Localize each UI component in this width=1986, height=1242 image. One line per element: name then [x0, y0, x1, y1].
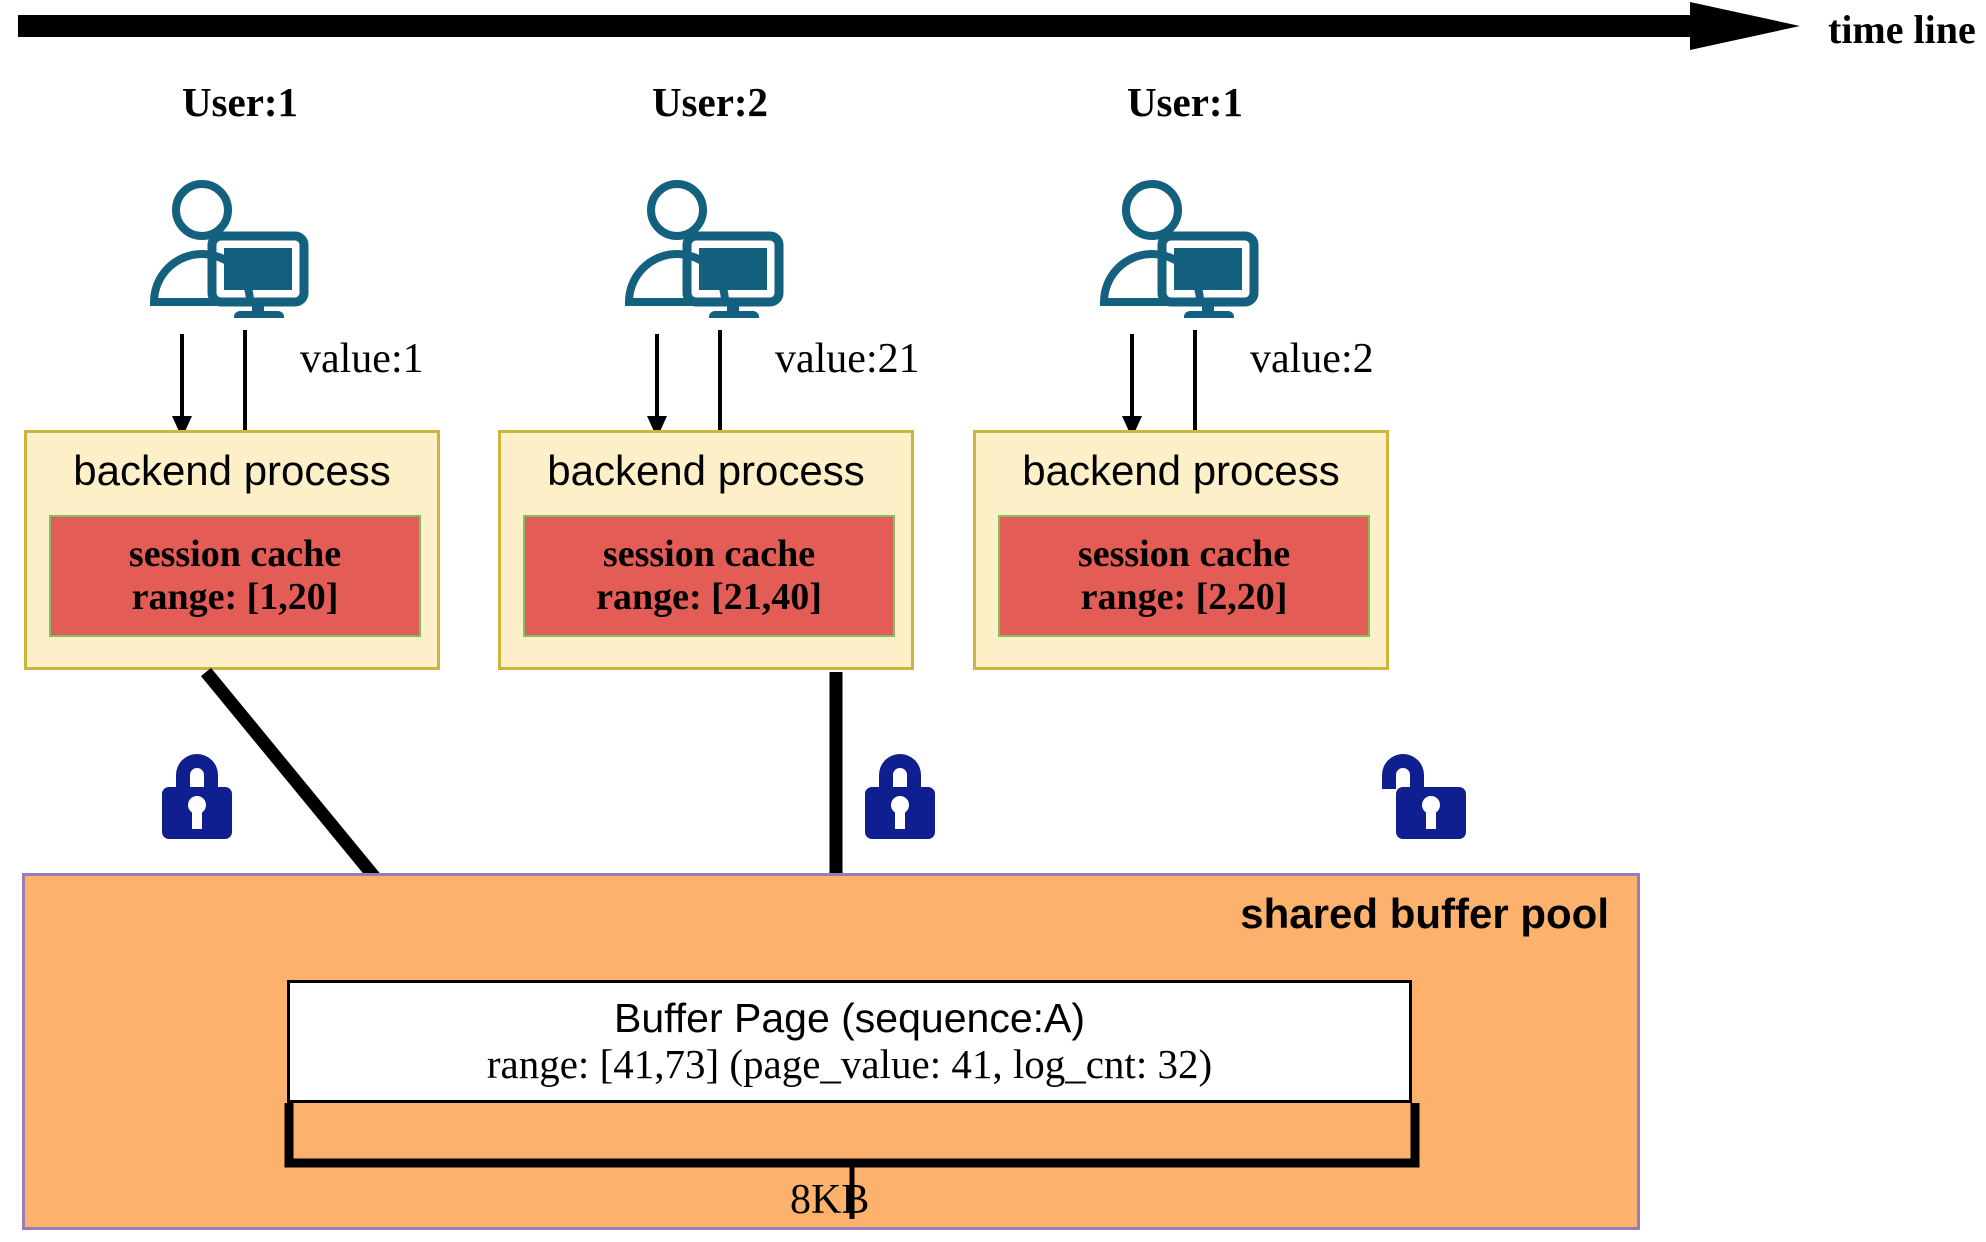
user-title-col3: User:1: [1126, 79, 1244, 125]
buffer-page-box: Buffer Page (sequence:A) range: [41,73] …: [287, 980, 1412, 1103]
user-to-backend-connectors-col3: [1122, 330, 1197, 438]
user-workstation-icon-col1: [149, 180, 309, 318]
buffer-page-title: Buffer Page (sequence:A): [613, 994, 1086, 1041]
value-label-col2: value:21: [775, 336, 920, 382]
backend-process-label-col2: backend process: [547, 447, 865, 494]
value-label-col3: value:2: [1250, 336, 1374, 382]
shared-buffer-pool-label: shared buffer pool: [1240, 890, 1609, 937]
backend-process-box-col2: backend process session cache range: [21…: [498, 430, 914, 670]
shared-buffer-pool: shared buffer pool Buffer Page (sequence…: [22, 873, 1640, 1230]
timeline-arrow: [18, 2, 1800, 50]
session-cache-label-col3: session cache: [1077, 533, 1291, 576]
user-workstation-icon-col3: [1099, 180, 1259, 318]
session-cache-range-col3: range: [2,20]: [1080, 576, 1288, 618]
closed-padlock-icon-col2: [865, 754, 935, 839]
backend-process-box-col1: backend process session cache range: [1,…: [24, 430, 440, 670]
user-workstation-icon-col2: [624, 180, 784, 318]
session-cache-box-col1: session cache range: [1,20]: [49, 515, 421, 637]
backend-process-label-col1: backend process: [73, 447, 391, 494]
page-size-label: 8KB: [790, 1177, 870, 1223]
backend-process-label-col3: backend process: [1022, 447, 1340, 494]
timeline-label: time line: [1828, 7, 1976, 52]
user-to-backend-connectors-col2: [647, 330, 722, 438]
session-cache-range-col1: range: [1,20]: [131, 576, 339, 618]
user-title-col1: User:1: [181, 79, 299, 125]
session-cache-range-col2: range: [21,40]: [596, 576, 822, 618]
backend-process-box-col3: backend process session cache range: [2,…: [973, 430, 1389, 670]
closed-padlock-icon-col1: [162, 754, 232, 839]
value-label-col1: value:1: [300, 336, 424, 382]
open-padlock-icon-col3: [1382, 754, 1466, 839]
session-cache-label-col2: session cache: [602, 533, 816, 576]
page-size-bracket: [284, 1103, 1420, 1219]
user-title-col2: User:2: [651, 79, 769, 125]
session-cache-box-col2: session cache range: [21,40]: [523, 515, 895, 637]
user-to-backend-connectors-col1: [172, 330, 247, 438]
buffer-page-details: range: [41,73] (page_value: 41, log_cnt:…: [486, 1041, 1213, 1087]
session-cache-box-col3: session cache range: [2,20]: [998, 515, 1370, 637]
session-cache-label-col1: session cache: [128, 533, 342, 576]
